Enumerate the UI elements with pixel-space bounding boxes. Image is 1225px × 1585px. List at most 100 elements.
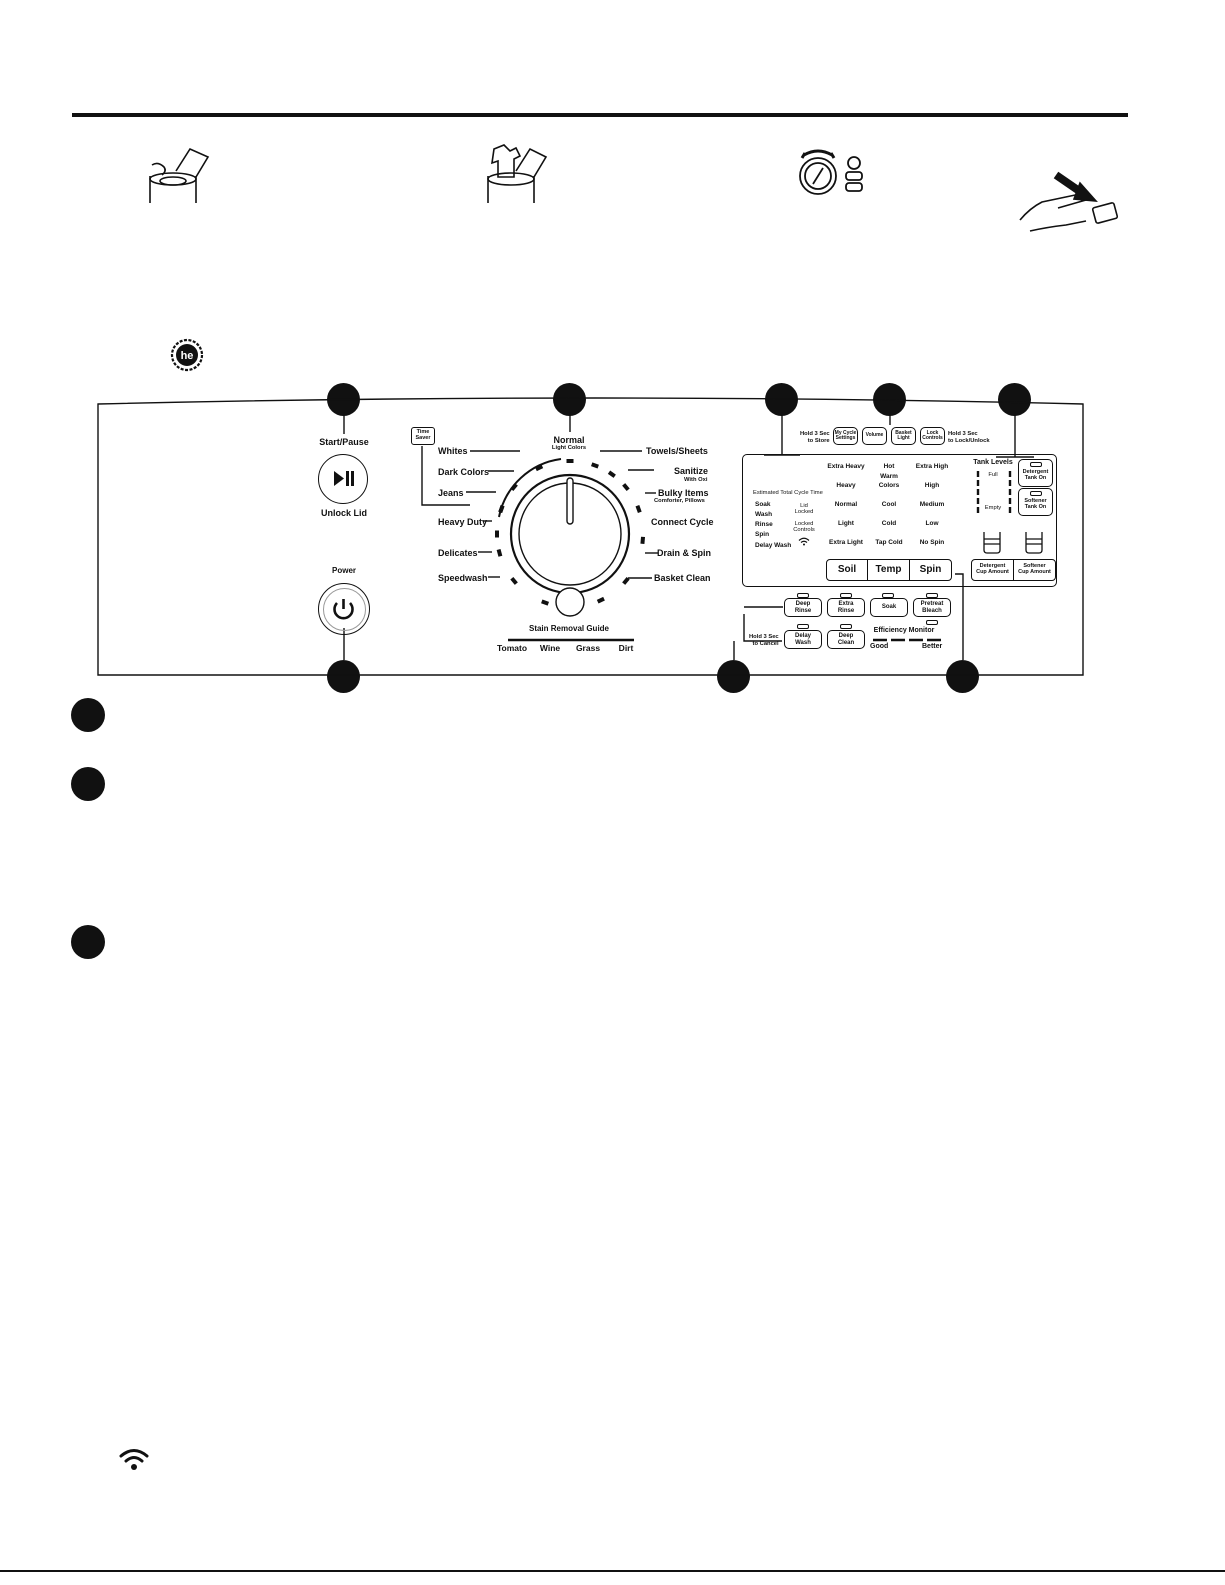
he-logo: he	[170, 338, 215, 373]
soil-light: Light	[838, 520, 854, 527]
callout-marker-8	[946, 660, 979, 693]
temp-cold: Cold	[881, 520, 897, 527]
spin-high: High	[924, 482, 940, 489]
status-spin: Spin	[755, 531, 770, 538]
dial-tick-11	[496, 548, 503, 557]
temp-button[interactable]: Temp	[867, 559, 910, 581]
spin-medium: Medium	[919, 501, 945, 508]
panel-outline	[97, 397, 1084, 676]
detergent-cup-amount-button[interactable]: Detergent Cup Amount	[971, 559, 1014, 581]
stain-grass: Grass	[575, 643, 601, 653]
cycle-heavy-duty[interactable]: Heavy Duty	[438, 517, 488, 527]
temp-hot: Hot	[883, 463, 895, 470]
locked-controls-indicator: Locked Controls	[793, 521, 815, 533]
dial-select-icon	[798, 148, 873, 198]
cycle-speedwash[interactable]: Speedwash	[438, 573, 488, 583]
section-marker-2	[71, 767, 105, 801]
spin-extra-high: Extra High	[915, 463, 949, 470]
status-soak: Soak	[755, 501, 771, 508]
stain-wine: Wine	[539, 643, 561, 653]
lid-locked-indicator: Lid Locked	[794, 503, 814, 515]
delay-wash-led	[797, 624, 809, 629]
cycle-bulky-items[interactable]: Bulky Items	[658, 488, 709, 498]
cycle-towels-sheets[interactable]: Towels/Sheets	[646, 446, 708, 456]
spin-no-spin: No Spin	[919, 539, 945, 546]
detergent-tank-on-button[interactable]: Detergent Tank On	[1018, 459, 1053, 487]
cycle-whites[interactable]: Whites	[438, 446, 468, 456]
pretreat-led-2	[926, 620, 938, 625]
softener-tank-led	[1030, 491, 1042, 496]
cycle-sanitize[interactable]: Sanitize	[674, 466, 709, 476]
dial-tick-0	[566, 459, 574, 463]
callout-marker-5	[998, 383, 1031, 416]
wifi-status-icon	[798, 537, 810, 546]
callout-marker-7	[717, 660, 750, 693]
efficiency-good: Good	[870, 643, 889, 650]
unlock-lid-label: Unlock Lid	[320, 508, 368, 518]
status-wash: Wash	[755, 511, 773, 518]
hold-cancel-label: Hold 3 Sec to Cancel	[749, 634, 779, 647]
press-start-icon	[1018, 165, 1118, 240]
soak-button[interactable]: Soak	[870, 598, 908, 617]
display-panel	[742, 454, 1057, 587]
he-logo-text: he	[181, 350, 194, 362]
section-marker-3	[71, 925, 105, 959]
cycle-selector-dial[interactable]	[468, 432, 672, 636]
cycle-bulky-sub: Comforter, Pillows	[654, 498, 705, 504]
cycle-delicates[interactable]: Delicates	[438, 548, 478, 558]
temp-tap-cold: Tap Cold	[875, 539, 903, 546]
time-saver-badge: Time Saver	[411, 427, 435, 445]
dial-tick-5	[640, 536, 646, 545]
callout-marker-2	[553, 383, 586, 416]
stain-dirt: Dirt	[618, 643, 634, 653]
deep-clean-button[interactable]: Deep Clean	[827, 630, 865, 649]
deep-rinse-button[interactable]: Deep Rinse	[784, 598, 822, 617]
hold-store-label: Hold 3 Sec to Store	[800, 431, 830, 444]
extra-rinse-led	[840, 593, 852, 598]
wifi-icon	[119, 1449, 149, 1470]
cycle-drain-spin[interactable]: Drain & Spin	[657, 548, 712, 558]
tank-level-bars	[976, 471, 1012, 513]
section-marker-1	[71, 698, 105, 732]
efficiency-monitor-label: Efficiency Monitor	[873, 627, 935, 634]
pretreat-bleach-button[interactable]: Pretreat Bleach	[913, 598, 951, 617]
temp-colors: Colors	[878, 482, 900, 489]
cycle-dark-colors[interactable]: Dark Colors	[438, 467, 490, 477]
dial-tick-3	[622, 483, 630, 492]
power-button[interactable]	[318, 583, 370, 635]
cup-icons	[983, 532, 1043, 554]
cycle-jeans[interactable]: Jeans	[438, 488, 464, 498]
cycle-normal[interactable]: Normal	[553, 435, 585, 445]
tank-full-label: Full	[988, 472, 998, 478]
cycle-basket-clean[interactable]: Basket Clean	[654, 573, 711, 583]
lock-controls-button[interactable]: Lock Controls	[920, 427, 945, 445]
top-load-open-lid-icon	[140, 143, 215, 205]
cycle-connect-cycle[interactable]: Connect Cycle	[651, 517, 714, 527]
dial-tick-10	[510, 576, 518, 585]
basket-light-button[interactable]: Basket Light	[891, 427, 916, 445]
softener-cup-amount-button[interactable]: Softener Cup Amount	[1013, 559, 1056, 581]
deep-rinse-led	[797, 593, 809, 598]
dial-tick-15	[495, 530, 499, 538]
dial-tick-1	[590, 462, 599, 469]
soil-extra-heavy: Extra Heavy	[827, 463, 865, 470]
delay-wash-button[interactable]: Delay Wash	[784, 630, 822, 649]
temp-cool: Cool	[881, 501, 897, 508]
extra-rinse-button[interactable]: Extra Rinse	[827, 598, 865, 617]
tank-empty-label: Empty	[984, 505, 1002, 511]
stain-tomato: Tomato	[496, 643, 528, 653]
deep-clean-led	[840, 624, 852, 629]
volume-button[interactable]: Volume	[862, 427, 887, 445]
my-cycle-settings-button[interactable]: My Cycle Settings	[833, 427, 858, 445]
temp-warm: Warm	[880, 473, 898, 480]
status-delay-wash: Delay Wash	[755, 542, 792, 549]
start-pause-button[interactable]	[318, 454, 368, 504]
soil-button[interactable]: Soil	[826, 559, 868, 581]
spin-button[interactable]: Spin	[909, 559, 952, 581]
dial-tick-6	[622, 576, 630, 585]
soak-led	[882, 593, 894, 598]
dial-tick-7	[596, 596, 605, 604]
footer-rule	[0, 1570, 1225, 1572]
dial-tick-4	[635, 505, 642, 514]
efficiency-better: Better	[922, 643, 943, 650]
